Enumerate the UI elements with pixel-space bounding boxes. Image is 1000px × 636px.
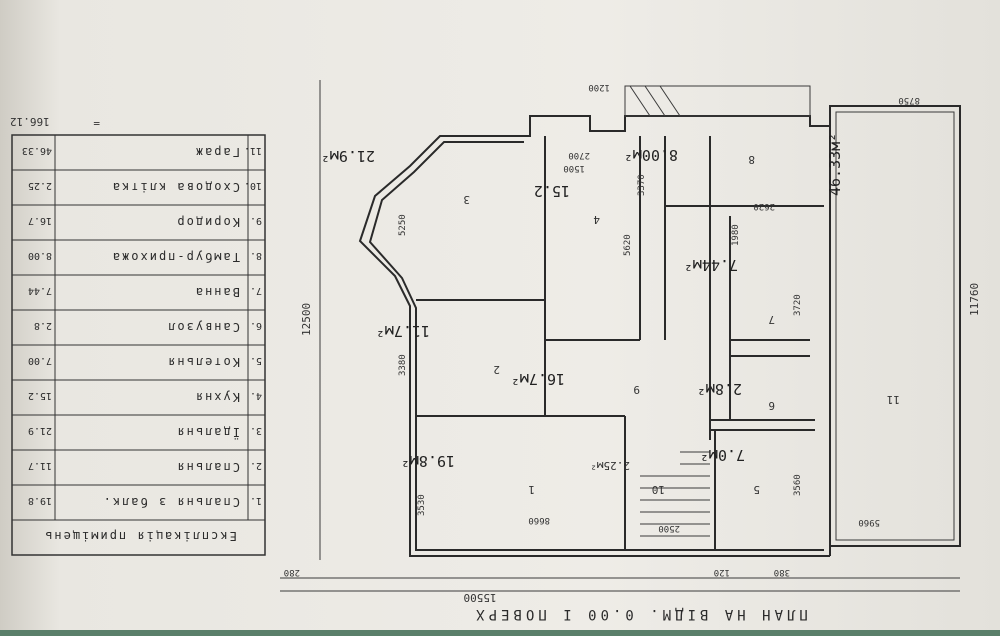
table-row-number: 4. [250,390,262,401]
table-row-area: 11.7 [28,460,52,471]
room-area-9: 16.7м² [511,370,565,388]
table-row-name: Спальня [175,460,240,474]
dim-garage-depth: 11760 [968,283,981,316]
table-row-area: 15.2 [28,390,52,401]
room-area-1: 19.8м² [401,452,455,470]
table-row-name: Санвузол [166,320,240,334]
table-row-number: 5. [250,355,262,366]
desk-edge [0,630,1000,636]
table-row-number: 2. [250,460,262,471]
dim-280: 280 [284,567,300,577]
dim-5620: 5620 [623,234,633,256]
room-area-3: 21.9м² [321,147,375,165]
table-row-number: 11. [244,145,262,156]
dim-2620: 2620 [753,201,775,211]
room-number-4: 4 [593,213,600,226]
explication-table: Експлікація приміщень 1. Спальня з балк. 1… [10,115,266,556]
table-row-name: Ванна [194,285,240,299]
dim-2700: 2700 [568,150,590,160]
table-row-name: Їдальня [175,425,240,440]
room-area-11: 46.33м² [826,133,844,196]
table-row-number: 1. [250,495,262,506]
dim-380: 380 [774,567,790,577]
table-row-number: 3. [250,425,262,436]
room-area-2: 11.7м² [376,322,430,340]
dim-1980: 1980 [731,224,741,246]
plan-title: ПЛАН НА ВІДМ. 0.00 І ПОВЕРХ [472,606,808,622]
room-area-8: 8.00м² [624,146,678,164]
table-row-number: 8. [250,250,262,261]
room-number-1: 1 [528,483,535,496]
table-row-area: 2.25 [28,180,52,191]
room-number-2: 2 [493,363,500,376]
table-row-name: Сходова клітка [111,180,240,194]
table-row-name: Гараж [194,145,240,159]
dim-8660: 8660 [528,515,550,525]
dim-1200: 1200 [588,82,610,92]
table-row-area: 2.8 [34,320,52,331]
table-total: 166.12 [10,115,50,128]
room-area-4: 15.2 [534,182,570,200]
room-number-9: 9 [633,383,640,396]
building-walls [358,105,961,557]
dim-3380: 3380 [398,354,408,376]
room-labels: 19.8м² 1 11.7м² 2 21.9м² 3 15.2 4 7.0м² … [321,133,900,496]
dim-3720: 3720 [793,294,803,316]
table-row-area: 46.33 [22,145,52,156]
room-area-6: 2.8м² [697,380,742,398]
entrance-porch [624,85,811,117]
dim-5250: 5250 [398,214,408,236]
dim-120: 120 [714,567,730,577]
table-row-area: 7.44 [28,285,52,296]
room-number-11: 11 [887,393,900,406]
table-row-name: Спальня з балк. [102,495,240,509]
dim-3370: 3370 [637,174,647,196]
table-row-name: Тамбур-прихожа [111,250,240,264]
dimension-labels: 12500 11760 5250 3380 3530 5620 3370 372… [300,80,981,560]
room-number-3: 3 [463,193,470,206]
table-row-name: Коридор [175,215,240,229]
table-row-number: 7. [250,285,262,296]
room-number-8: 8 [748,153,755,166]
dim-8750: 8750 [898,95,920,105]
table-row-number: 10. [244,180,262,191]
room-area-7: 7.44м² [684,256,738,274]
table-header: Експлікація приміщень [43,529,237,543]
staircase [640,451,710,537]
room-number-10: 10 [652,483,665,496]
room-area-10: 2.25м² [590,459,630,472]
room-number-5: 5 [753,483,760,496]
dim-3530: 3530 [417,494,427,516]
dim-2500: 2500 [658,523,680,533]
table-row-name: Котельня [166,355,240,369]
table-row-area: 7.00 [28,355,52,366]
dim-3560: 3560 [793,474,803,496]
room-number-6: 6 [768,399,775,412]
room-number-7: 7 [768,313,775,326]
table-row-number: 9. [250,215,262,226]
table-row-area: 16.7 [28,215,52,226]
dim-overall-depth: 12500 [300,303,313,336]
table-total-sign: = [93,117,100,130]
table-row-number: 6. [250,320,262,331]
dim-5960: 5960 [858,517,880,527]
table-row-area: 8.00 [28,250,52,261]
table-row-area: 19.8 [28,495,52,506]
dim-1500: 1500 [563,163,585,173]
dim-overall-width: 15500 [463,591,496,604]
table-row-area: 21.9 [28,425,52,436]
table-row-name: Кухня [194,390,240,404]
room-area-5: 7.0м² [700,446,745,464]
